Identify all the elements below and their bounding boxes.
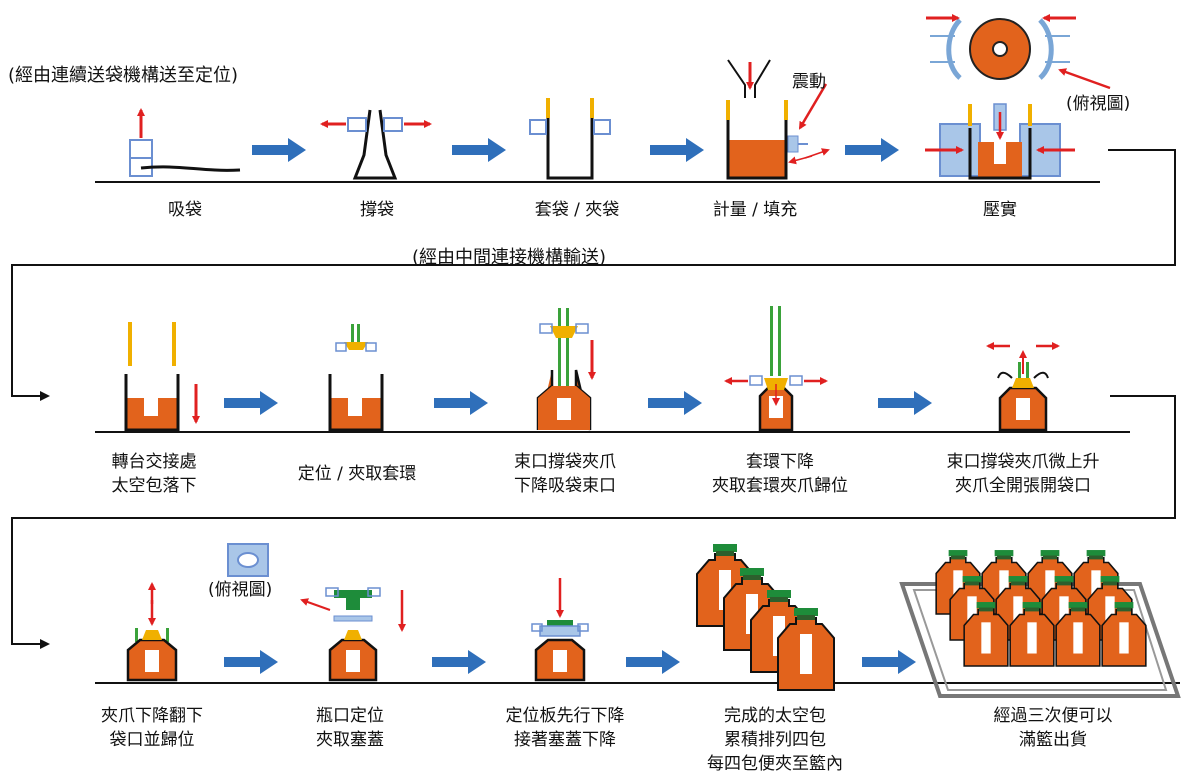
label-step-plate-l2: 接著塞蓋下降 bbox=[514, 730, 616, 750]
step-weigh-fill bbox=[726, 59, 830, 180]
flow-arrow bbox=[432, 650, 486, 674]
flow-arrow bbox=[878, 391, 932, 415]
note-topview-2: (俯視圖) bbox=[208, 580, 273, 600]
label-step-turntable-l1: 轉台交接處 bbox=[111, 452, 197, 472]
step-plate-descend bbox=[531, 578, 589, 682]
label-step-cap-pick-l1: 瓶口定位 bbox=[316, 706, 384, 726]
flow-arrow bbox=[434, 391, 488, 415]
flow-arrow bbox=[252, 138, 306, 162]
flow-arrow bbox=[224, 391, 278, 415]
flow-arrow bbox=[862, 650, 916, 674]
label-step-clamp-rise-l2: 夾爪全開張開袋口 bbox=[955, 476, 1091, 496]
label-step-neck-clamp-l2: 下降吸袋束口 bbox=[514, 476, 616, 496]
label-step-four-l3: 每四包便夾至籃內 bbox=[707, 754, 843, 774]
label-step-fold-l2: 袋口並歸位 bbox=[109, 730, 195, 750]
label-step-suction-bag: 吸袋 bbox=[168, 200, 202, 220]
flow-arrow bbox=[626, 650, 680, 674]
flow-arrow bbox=[224, 650, 278, 674]
step-suction-bag bbox=[129, 108, 241, 177]
connector-row1-row2 bbox=[11, 149, 1176, 401]
label-step-basket-l2: 滿籃出貨 bbox=[1019, 730, 1087, 750]
label-step-collar-descend-l1: 套環下降 bbox=[746, 452, 814, 472]
step-turntable-drop bbox=[124, 322, 200, 432]
step-four-bags bbox=[696, 544, 835, 691]
row3 bbox=[95, 543, 1181, 698]
step-cap-pick bbox=[227, 543, 406, 682]
step-bag-clamp bbox=[529, 98, 611, 180]
step-full-basket bbox=[899, 550, 1181, 698]
topview-compaction bbox=[926, 14, 1111, 90]
note-topview-1: (俯視圖) bbox=[1066, 94, 1131, 114]
label-step-neck-clamp-l1: 束口撐袋夾爪 bbox=[514, 452, 616, 472]
label-step-position-collar: 定位 / 夾取套環 bbox=[297, 464, 417, 484]
step-compaction bbox=[925, 14, 1111, 180]
label-step-four-l2: 累積排列四包 bbox=[724, 730, 826, 750]
row2 bbox=[95, 306, 1130, 433]
flow-arrow bbox=[650, 138, 704, 162]
step-fold-bag-mouth bbox=[126, 582, 178, 682]
flow-arrow bbox=[452, 138, 506, 162]
label-step-basket-l1: 經過三次便可以 bbox=[993, 706, 1113, 726]
note-vibration: 震動 bbox=[792, 72, 826, 92]
step-collar-descend bbox=[724, 306, 828, 432]
note-intermediate: (經由中間連接機構輸送) bbox=[412, 247, 607, 268]
note-conveyor: (經由連續送袋機構送至定位) bbox=[8, 65, 239, 86]
step-neck-clamp-descend bbox=[536, 308, 596, 431]
label-step-turntable-l2: 太空包落下 bbox=[111, 476, 197, 496]
label-step-compaction: 壓實 bbox=[983, 200, 1017, 220]
flow-arrow bbox=[845, 138, 899, 162]
label-step-bag-clamp: 套袋 / 夾袋 bbox=[534, 200, 620, 220]
step-open-bag bbox=[320, 109, 432, 180]
flow-arrow bbox=[648, 391, 702, 415]
label-step-open-bag: 撐袋 bbox=[360, 200, 394, 220]
label-step-plate-l1: 定位板先行下降 bbox=[505, 706, 625, 726]
label-step-collar-descend-l2: 夾取套環夾爪歸位 bbox=[712, 476, 848, 496]
label-step-weigh-fill: 計量 / 填充 bbox=[712, 200, 798, 220]
topview-collar bbox=[227, 543, 269, 577]
row1 bbox=[95, 14, 1111, 183]
label-step-cap-pick-l2: 夾取塞蓋 bbox=[316, 730, 384, 750]
label-step-fold-l1: 夾爪下降翻下 bbox=[101, 706, 203, 726]
label-step-clamp-rise-l1: 束口撐袋夾爪微上升 bbox=[946, 452, 1100, 472]
label-step-four-l1: 完成的太空包 bbox=[724, 706, 826, 726]
step-clamp-rise-open bbox=[986, 342, 1060, 432]
step-position-collar bbox=[328, 324, 384, 432]
connector-row2-row3 bbox=[11, 395, 1176, 649]
